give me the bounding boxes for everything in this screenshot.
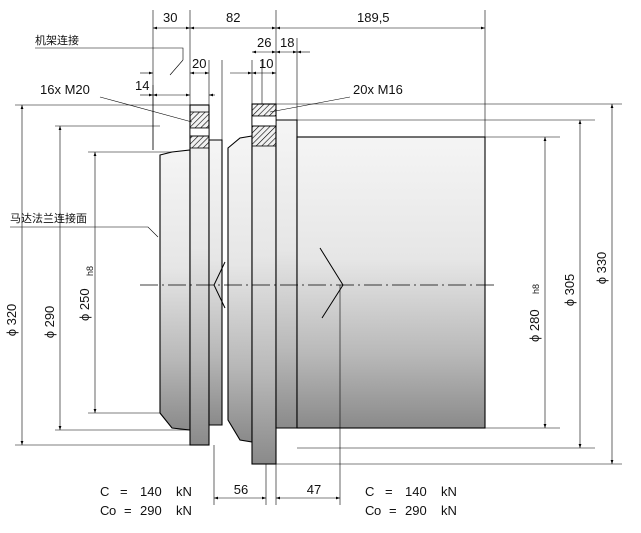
dim-26: 26 — [257, 35, 271, 50]
leader-lines — [10, 47, 351, 238]
diameter-250-tolerance: h8 — [85, 266, 95, 276]
output-hub — [275, 119, 298, 429]
left-bolt-section — [189, 111, 210, 129]
top-dimension-lines — [140, 26, 485, 97]
dim-30: 30 — [163, 10, 177, 25]
dim-14: 14 — [135, 78, 149, 93]
svg-text:290: 290 — [405, 503, 427, 518]
dim-56: 56 — [234, 482, 248, 497]
dim-20: 20 — [192, 56, 206, 71]
load-ratings-right: C = 140 kN C o = 290 kN — [365, 484, 457, 518]
svg-text:=: = — [385, 484, 393, 499]
svg-text:=: = — [389, 503, 397, 518]
diameter-250: ϕ 250 — [77, 288, 92, 321]
diameter-280: ϕ 280 — [527, 309, 542, 342]
output-cylinder — [296, 136, 486, 429]
diameter-250-group: ϕ 250 h8 — [77, 266, 95, 321]
dim-10: 10 — [259, 56, 273, 71]
left-bolt-thread — [189, 127, 210, 137]
dim-189-5: 189,5 — [357, 10, 390, 25]
svg-text:kN: kN — [441, 503, 457, 518]
dim-47: 47 — [307, 482, 321, 497]
dim-82: 82 — [226, 10, 240, 25]
diameter-330: ϕ 330 — [594, 252, 609, 285]
load-ratings-left: C = 140 kN C o = 290 kN — [100, 484, 192, 518]
svg-text:C: C — [100, 484, 109, 499]
svg-text:kN: kN — [176, 503, 192, 518]
right-flange-hatch — [251, 125, 277, 147]
svg-text:C: C — [100, 503, 109, 518]
svg-text:=: = — [120, 484, 128, 499]
svg-text:140: 140 — [405, 484, 427, 499]
svg-text:kN: kN — [441, 484, 457, 499]
right-bolt-section — [251, 103, 277, 117]
diameter-305: ϕ 305 — [562, 274, 577, 307]
right-flange-ring — [251, 103, 277, 465]
dim-18: 18 — [280, 35, 294, 50]
diameter-280-group: ϕ 280 h8 — [527, 284, 542, 342]
left-flange-ring — [189, 104, 210, 446]
gearbox-body — [159, 103, 486, 465]
diameter-dimension-lines — [20, 104, 614, 464]
diameter-320: ϕ 320 — [4, 304, 19, 337]
bolts-right-label: 20x M16 — [353, 82, 403, 97]
svg-text:290: 290 — [140, 503, 162, 518]
motor-flange-face-label: 马达法兰连接面 — [10, 211, 87, 225]
top-dimension-texts: 30 82 189,5 26 18 20 10 14 — [135, 10, 390, 93]
left-flange-hatch — [189, 135, 210, 149]
svg-text:C: C — [365, 484, 374, 499]
svg-text:=: = — [124, 503, 132, 518]
diameter-280-tolerance: h8 — [531, 284, 541, 294]
right-hub-step — [227, 135, 253, 443]
svg-text:C: C — [365, 503, 374, 518]
right-bolt-thread — [251, 115, 277, 127]
diameter-290: ϕ 290 — [42, 306, 57, 339]
svg-text:140: 140 — [140, 484, 162, 499]
svg-text:kN: kN — [176, 484, 192, 499]
motor-housing — [159, 149, 191, 431]
svg-text:o: o — [109, 503, 116, 518]
frame-connection-label: 机架连接 — [35, 33, 79, 47]
bolts-left-label: 16x M20 — [40, 82, 90, 97]
svg-text:o: o — [374, 503, 381, 518]
